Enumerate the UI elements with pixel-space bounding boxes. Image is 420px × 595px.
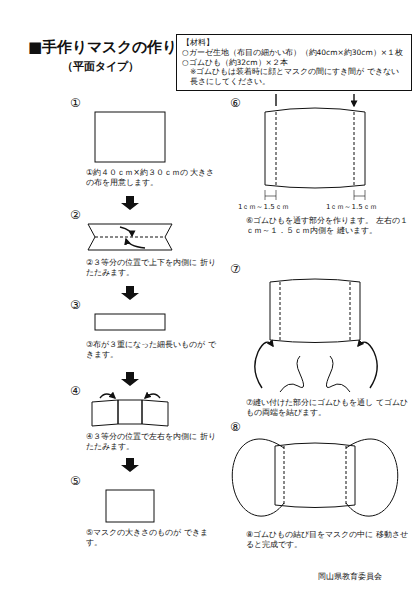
insert-arrow [255,342,273,388]
step-number: ② [70,208,90,224]
ear-loop [346,439,398,516]
material-item: ○ゴムひも（約32cm）×２本 [182,58,406,68]
step-number: ⑧ [230,420,250,436]
seam-line [284,446,346,505]
subtitle: （平面タイプ） [62,60,172,74]
step-number: ⑤ [70,474,90,490]
seam-line [276,112,354,185]
step-number: ① [70,96,90,112]
dimension-label: 1ｃｍ～1.5ｃｍ [326,203,388,212]
insert-arrow [358,342,377,388]
dimension-label: 1ｃｍ～1.5ｃｍ [238,203,300,212]
step-number: ⑥ [230,96,250,112]
material-item: ○ガーゼ生地（布目の細かい布）（約40cm×約30cm）×１枚 [182,48,406,58]
ear-loop [232,439,284,516]
mask-body [270,279,360,343]
mask-body [265,108,365,188]
step-number: ④ [70,384,90,400]
fold-arrow [120,227,132,236]
step-number: ⑦ [230,262,250,278]
folding-strip [92,400,168,426]
fold-arrow [100,394,115,398]
issuer-footer: 岡山県教育委員会 [318,572,418,582]
step-caption: ⑧ゴムひもの結び目をマスクの中に 移動させると完成です。 [246,530,410,551]
folded-cloth [88,224,172,250]
step-caption: ⑥ゴムひもを通す部分を作ります。 左右の１ｃｍ～１．５ｃｍ内側を 縫います。 [246,216,410,237]
mask-body [106,490,154,522]
material-item: ※ゴムひもは装着時に顔とマスクの間にすき間が できない長さにしてください。 [182,67,406,87]
long-strip [95,314,165,330]
step-caption: ⑤マスクの大きさのものが できます。 [86,528,216,549]
elastic-string [280,356,304,392]
dimension-line [265,196,365,197]
step-caption: ⑦縫い付けた部分にゴムひもを通し てゴムひもの両端を結びます。 [246,398,410,419]
step-caption: ③布が３重になった細長いものが できます。 [86,340,216,361]
box-heading: 【材料】 [182,38,406,48]
step-caption: ②３等分の位置で上下を内側に 折りたたみます。 [86,258,216,279]
fold-line [95,237,165,238]
elastic-string [326,356,350,392]
seam-line [280,282,350,340]
cloth-sheet [95,112,165,162]
seam-arrow [276,94,354,106]
step-number: ③ [70,298,90,314]
step-caption: ①約４０ｃｍ×約３０ｃｍの 大きさの布を用意します。 [86,168,216,189]
dimension-tick [265,190,365,200]
step-caption: ④３等分の位置で左右を内側に 折りたたみます。 [86,432,216,453]
mask-body [275,443,355,508]
page-title: ■手作りマスクの作り方 [28,38,192,58]
materials-box: 【材料】○ガーゼ生地（布目の細かい布）（約40cm×約30cm）×１枚○ゴムひも… [176,34,412,91]
fold-arrow [145,394,160,398]
fold-arrow [126,239,145,248]
down-arrows [121,196,139,472]
